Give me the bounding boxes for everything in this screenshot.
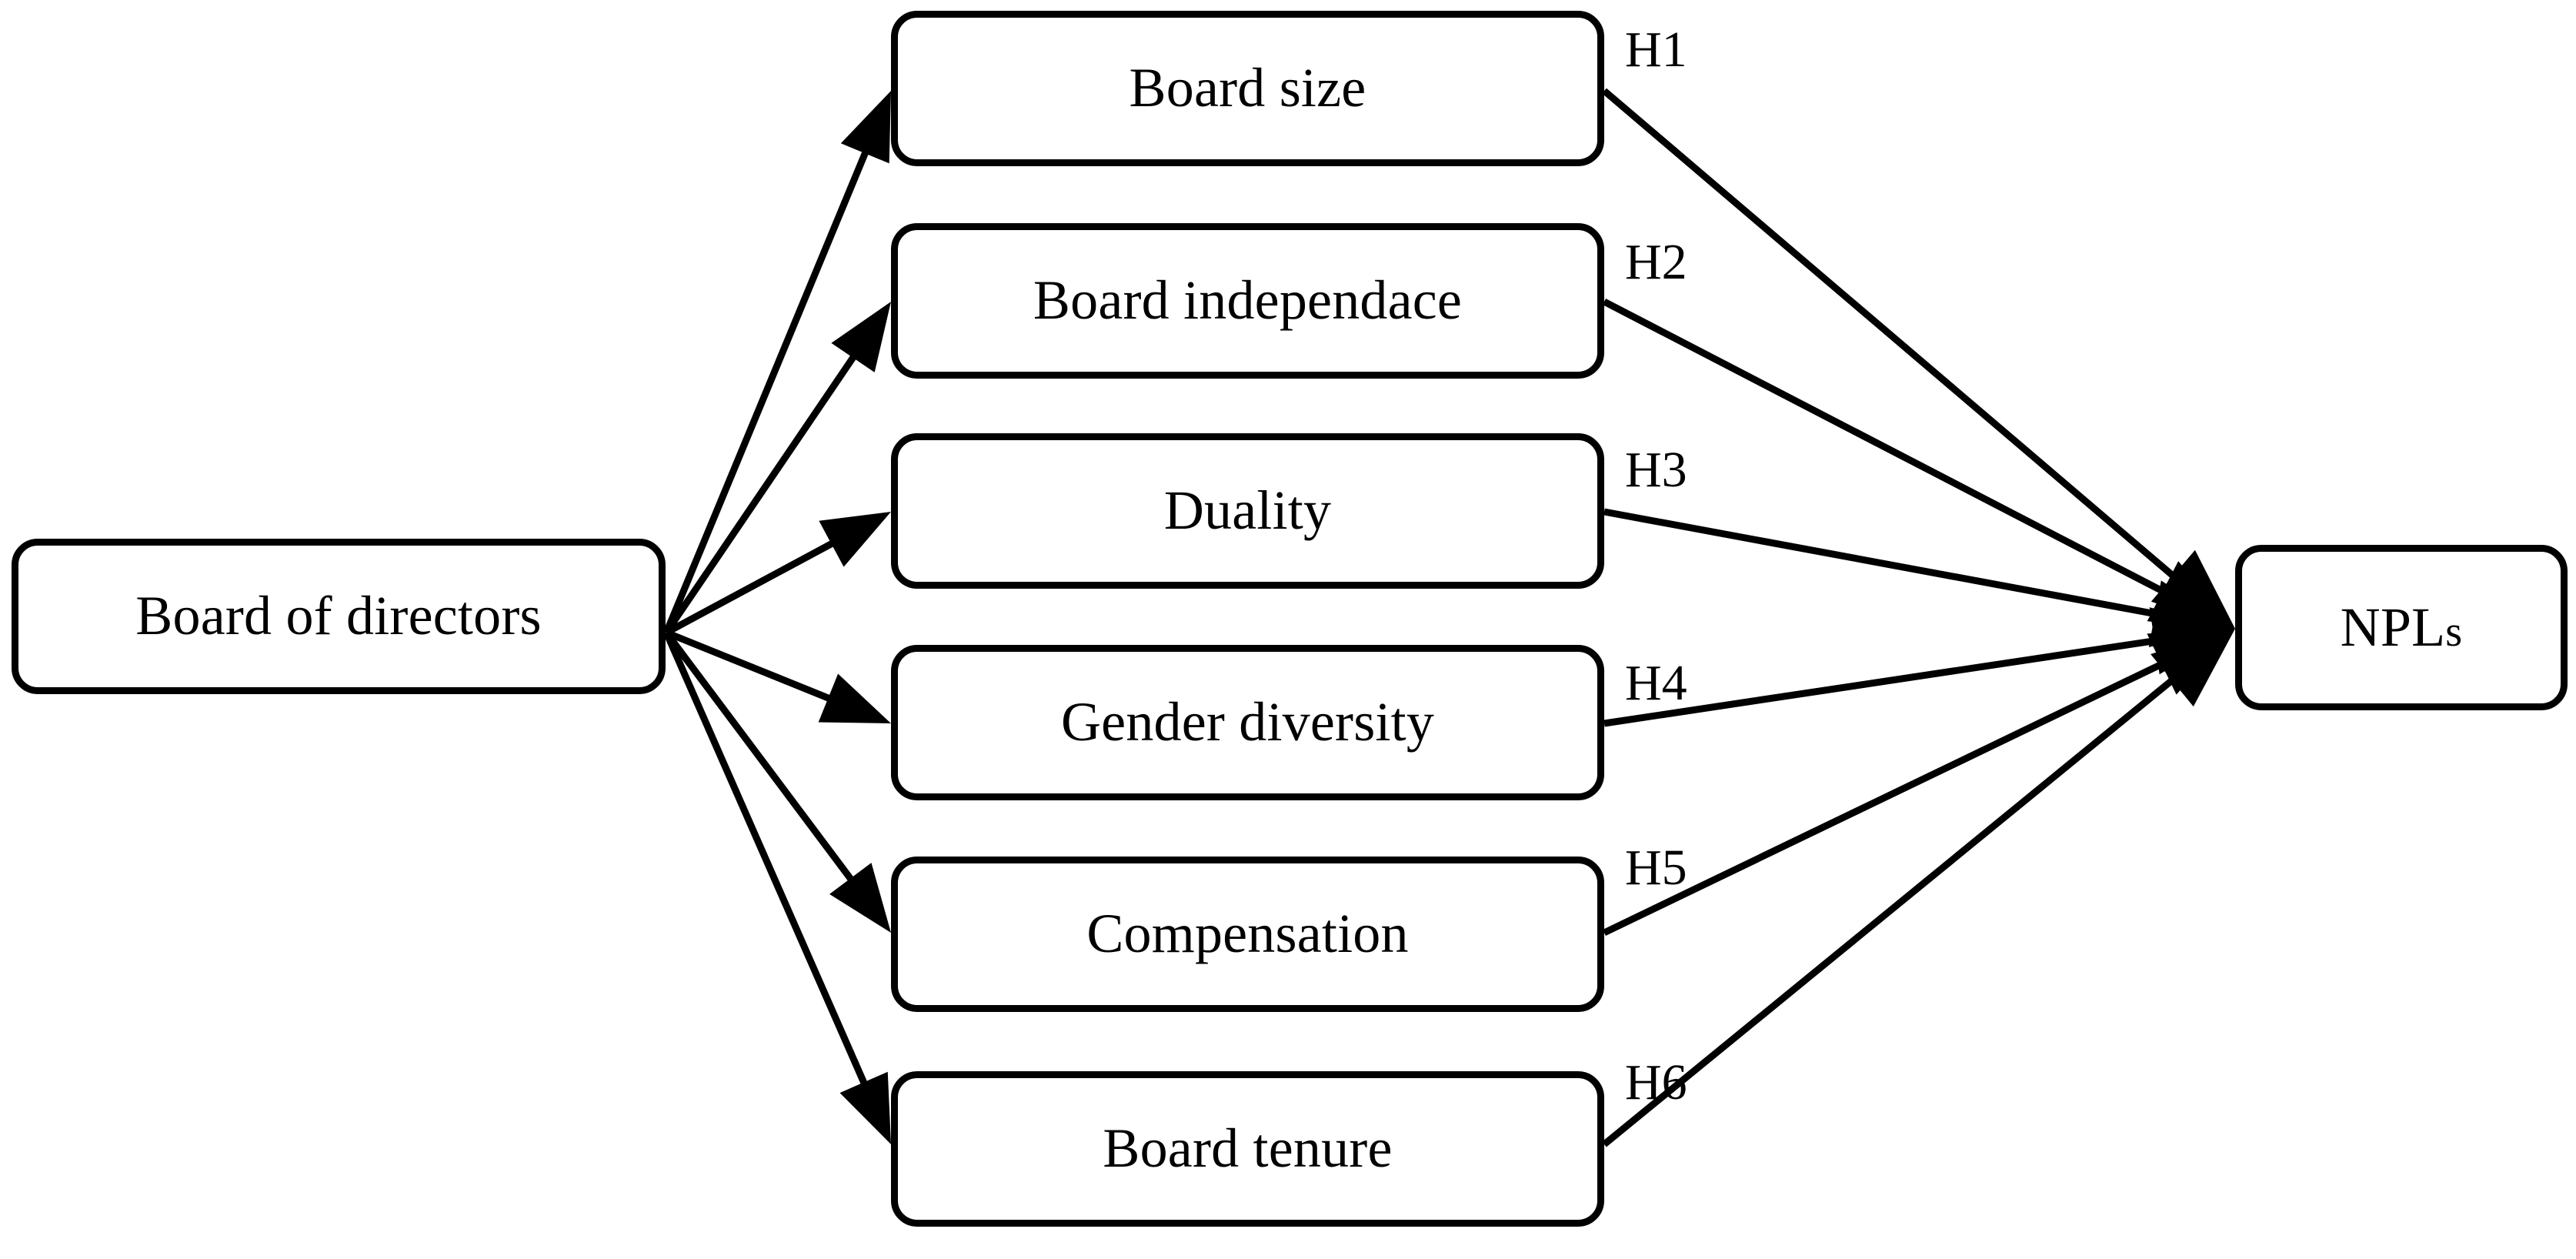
arrow-source-0-line — [662, 150, 869, 634]
arrow-outcome-3-line — [1603, 636, 2157, 727]
arrow-outcome-1-line — [1602, 299, 2166, 596]
node-board-of-directors[interactable]: Board of directors — [12, 539, 666, 694]
arrow-source-2-line — [664, 539, 835, 636]
arrow-source-5-head — [839, 1071, 891, 1144]
node-npls-label-main: NPL — [2340, 596, 2446, 658]
arrow-source-0-head — [840, 91, 891, 164]
arrow-source-3-head — [818, 673, 891, 723]
arrow-outcome-5-line — [1602, 676, 2176, 1147]
arrow-source-4-head — [829, 863, 891, 933]
hypothesis-label-h1: H1 — [1625, 22, 1687, 78]
node-mediator-3-label: Gender diversity — [1060, 691, 1435, 753]
arrows-to-npls — [1602, 88, 2235, 1147]
arrow-outcome-2-line — [1603, 508, 2157, 618]
arrow-outcome-0-line — [1602, 88, 2177, 579]
hypothesis-label-h2: H2 — [1625, 234, 1687, 290]
arrow-source-3-line — [665, 629, 831, 702]
node-npls[interactable]: NPLs — [2235, 545, 2568, 710]
hypothesis-label-h3: H3 — [1625, 442, 1687, 498]
node-mediator-0-label: Board size — [1129, 57, 1366, 119]
arrow-source-1-line — [663, 354, 857, 635]
node-mediator-5[interactable]: Board tenure — [891, 1071, 1604, 1227]
node-mediator-4[interactable]: Compensation — [891, 857, 1604, 1012]
node-mediator-5-label: Board tenure — [1103, 1117, 1393, 1180]
arrows-from-board-of-directors — [662, 91, 891, 1144]
arrow-source-5-line — [662, 631, 868, 1086]
node-board-of-directors-label: Board of directors — [135, 585, 542, 647]
arrow-outcome-5-head — [2151, 629, 2235, 707]
arrow-outcome-4-line — [1603, 660, 2165, 937]
hypothesis-label-h5: H5 — [1625, 840, 1687, 896]
node-mediator-1-label: Board independace — [1033, 269, 1463, 332]
arrow-source-4-line — [663, 630, 855, 882]
node-mediator-3[interactable]: Gender diversity — [891, 645, 1604, 800]
node-mediator-0[interactable]: Board size — [891, 11, 1604, 166]
node-npls-label-tail: s — [2445, 607, 2463, 656]
hypothesis-label-h4: H4 — [1625, 655, 1687, 711]
node-mediator-2-label: Duality — [1163, 479, 1332, 542]
arrow-source-2-head — [819, 512, 891, 567]
node-mediator-4-label: Compensation — [1086, 903, 1409, 965]
arrow-source-1-head — [831, 302, 891, 372]
hypothesis-label-h6: H6 — [1625, 1054, 1687, 1110]
node-npls-label: NPLs — [2340, 596, 2463, 658]
node-mediator-1[interactable]: Board independace — [891, 223, 1604, 379]
node-mediator-2[interactable]: Duality — [891, 433, 1604, 589]
